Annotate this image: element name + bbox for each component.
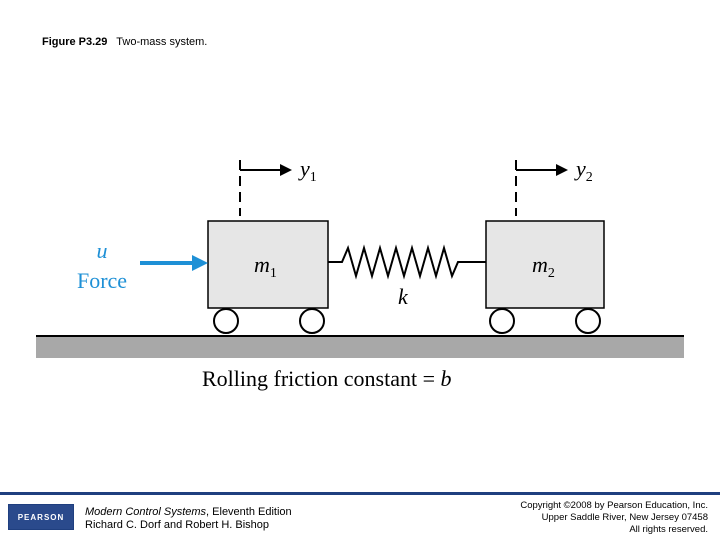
ground bbox=[36, 336, 684, 358]
pearson-logo: PEARSON bbox=[8, 504, 74, 530]
figure-number: Figure P3.29 bbox=[42, 36, 108, 48]
book-authors: Richard C. Dorf and Robert H. Bishop bbox=[85, 519, 270, 531]
u-label: u bbox=[97, 238, 108, 263]
force-arrow-head bbox=[192, 255, 208, 271]
footer-bar bbox=[0, 492, 720, 495]
rights-line: All rights reserved. bbox=[629, 524, 708, 535]
two-mass-diagram: y1 y2 u Force m1 m2 k Rolling friction c… bbox=[36, 156, 684, 391]
spring bbox=[328, 244, 486, 280]
y2-arrow-head bbox=[556, 164, 568, 176]
book-title: Modern Control Systems bbox=[85, 506, 207, 518]
y1-label: y1 bbox=[298, 156, 317, 185]
mass-1-block bbox=[207, 220, 329, 309]
address-line: Upper Saddle River, New Jersey 07458 bbox=[541, 512, 708, 523]
y2-label: y2 bbox=[574, 156, 593, 185]
figure-title: Two-mass system. bbox=[116, 36, 208, 48]
mass-1-wheel-right bbox=[299, 308, 325, 334]
copyright-line: Copyright ©2008 by Pearson Education, In… bbox=[520, 500, 708, 511]
mass-1-wheel-left bbox=[213, 308, 239, 334]
force-label: Force bbox=[77, 268, 127, 293]
m2-label: m2 bbox=[532, 252, 555, 281]
y1-arrow-head bbox=[280, 164, 292, 176]
figure-caption: Figure P3.29 Two-mass system. bbox=[42, 36, 207, 48]
mass-2-block bbox=[485, 220, 605, 309]
friction-label: Rolling friction constant = b bbox=[202, 366, 452, 391]
book-credit: Modern Control Systems, Eleventh Edition… bbox=[85, 506, 292, 532]
k-label: k bbox=[398, 284, 409, 309]
m1-label: m1 bbox=[254, 252, 277, 281]
mass-2-wheel-right bbox=[575, 308, 601, 334]
mass-2-wheel-left bbox=[489, 308, 515, 334]
copyright-notice: Copyright ©2008 by Pearson Education, In… bbox=[520, 500, 708, 536]
book-edition: , Eleventh Edition bbox=[206, 506, 292, 518]
